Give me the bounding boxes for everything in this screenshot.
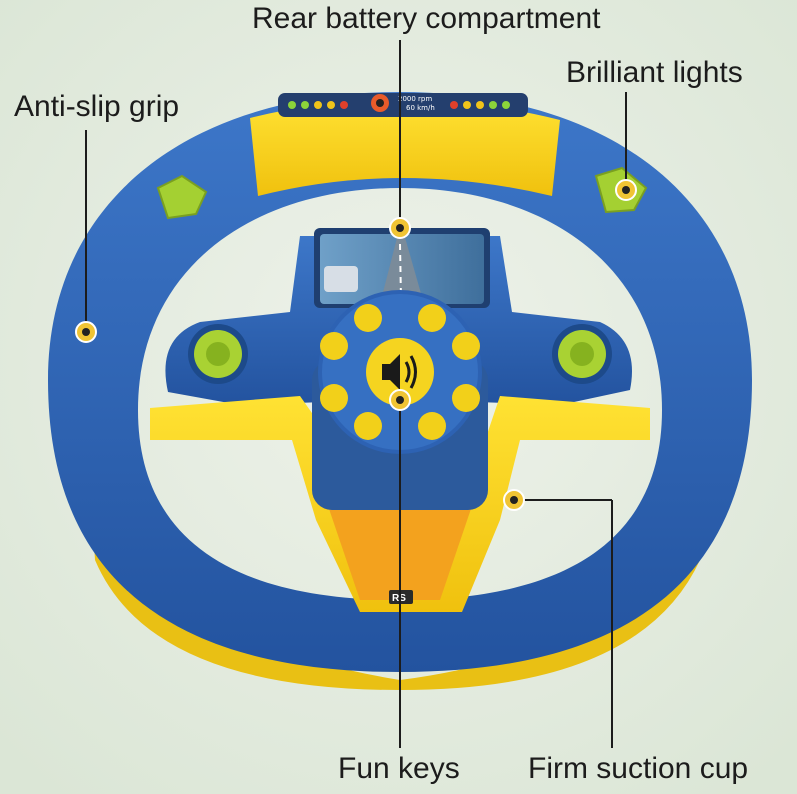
dashboard-strip: 2000 rpm 60 km/h xyxy=(278,93,528,117)
top-yellow-band xyxy=(250,99,560,196)
callout-brilliant-lights: Brilliant lights xyxy=(566,56,743,89)
car-icon xyxy=(324,266,358,292)
left-speaker-button[interactable] xyxy=(188,324,248,384)
callout-markers xyxy=(75,179,637,511)
callout-lines xyxy=(85,40,627,748)
lower-spokes xyxy=(150,396,650,612)
wheel-rim xyxy=(48,92,752,672)
dashboard-speed: 60 km/h xyxy=(406,104,435,112)
led-lights-right xyxy=(450,101,510,109)
callout-rear-battery: Rear battery compartment xyxy=(252,2,601,35)
dashboard-rpm: 2000 rpm xyxy=(398,95,432,103)
callout-suction-cup: Firm suction cup xyxy=(528,752,749,785)
speaker-icon xyxy=(382,354,400,390)
key-buttons[interactable] xyxy=(320,304,480,440)
fun-keys-dial xyxy=(318,290,482,454)
callout-anti-slip-grip: Anti-slip grip xyxy=(14,90,180,123)
led-lights-left xyxy=(288,101,348,109)
left-light-icon xyxy=(156,174,208,220)
right-speaker-button[interactable] xyxy=(552,324,612,384)
callout-fun-keys: Fun keys xyxy=(338,752,460,785)
display-screen xyxy=(314,228,490,308)
